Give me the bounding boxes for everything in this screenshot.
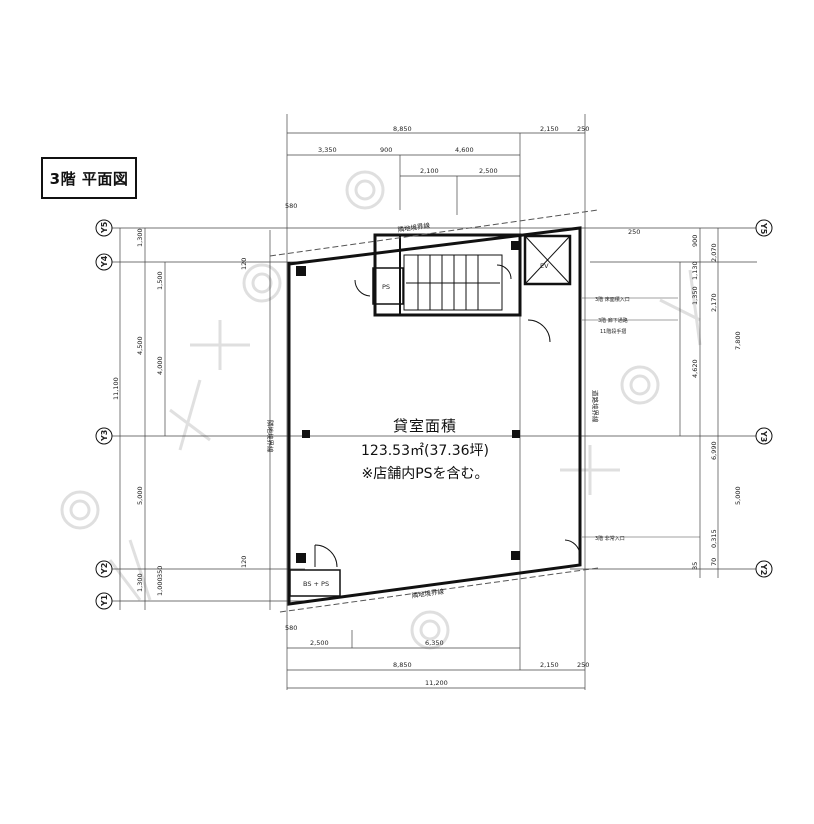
- dim-right-2170: 2,170: [710, 293, 718, 312]
- dim-left-1300: 1,300: [136, 228, 144, 247]
- note-emergency-entrance: 3階 非常入口: [595, 535, 625, 542]
- note-stair-rail: 11階段手摺: [600, 328, 626, 335]
- dim-left-1500: 1,500: [156, 271, 164, 290]
- watermark: [60, 170, 702, 650]
- boundary-label-right: 道路境界線: [591, 390, 600, 423]
- note-corridor: 3階 廊下通路: [598, 317, 628, 324]
- dim-top-3350: 3,350: [318, 146, 337, 154]
- dim-right-6990: 6,990: [710, 441, 718, 460]
- axis-label-y5-left: Y5: [100, 221, 109, 234]
- dim-left-5000: 5,000: [136, 486, 144, 505]
- dim-left-11100: 11,100: [112, 377, 120, 400]
- note-floor-entrance: 3階 床面積入口: [595, 296, 630, 303]
- room-label-ps: PS: [382, 283, 390, 291]
- room-label-bs-ps: BS + PS: [303, 580, 329, 588]
- dim-top-2150: 2,150: [540, 125, 559, 133]
- building-walls: [287, 226, 582, 606]
- columns: [296, 241, 520, 563]
- dim-right-2070: 2,070: [710, 243, 718, 262]
- axis-label-y2-right: Y2: [759, 563, 768, 575]
- dim-bottom-2150: 2,150: [540, 661, 559, 669]
- axis-label-y2-left: Y2: [100, 563, 109, 575]
- dim-right-1130: 1,130: [691, 261, 699, 280]
- dim-left-1000: 1,000: [156, 577, 164, 596]
- dim-right-250: 250: [628, 228, 640, 236]
- area-heading: 貸室面積: [392, 417, 457, 435]
- axis-label-y4: Y4: [100, 255, 109, 268]
- dim-bottom-2500: 2,500: [310, 639, 329, 647]
- dim-left-1300b: 1,300: [136, 573, 144, 592]
- boundary-label-bottom: 隣地境界線: [411, 586, 445, 600]
- drawing-title: 3階 平面図: [41, 157, 137, 199]
- dim-left-120b: 120: [240, 556, 248, 568]
- room-label-ev: EV: [540, 262, 549, 270]
- site-boundary: [269, 209, 599, 613]
- dim-left-4000: 4,000: [156, 356, 164, 375]
- boundary-label-left: 隣地境界線: [266, 420, 275, 453]
- dim-right-900: 900: [691, 235, 699, 247]
- dim-bottom-11200: 11,200: [425, 679, 448, 687]
- area-value: 123.53㎡(37.36坪): [361, 443, 489, 459]
- axis-label-y1: Y1: [100, 594, 109, 607]
- dim-right-70: 70: [710, 558, 718, 566]
- rentable-area-label: 貸室面積 123.53㎡(37.36坪) ※店舗内PSを含む。: [330, 415, 520, 483]
- dim-left-120a: 120: [240, 258, 248, 270]
- axis-label-y3-left: Y3: [100, 430, 109, 442]
- axis-label-y3-right: Y3: [759, 430, 768, 442]
- dim-left-350: 350: [156, 566, 164, 578]
- dim-top-8850: 8,850: [393, 125, 412, 133]
- dim-bottom-6350: 6,350: [425, 639, 444, 647]
- dim-right-1350: 1,350: [691, 286, 699, 305]
- dimension-lines: [112, 114, 757, 690]
- dim-right-7800: 7,800: [734, 331, 742, 350]
- boundary-label-top: 隣地境界線: [397, 220, 431, 234]
- axis-label-y5-right: Y5: [759, 222, 768, 235]
- dim-right-35: 35: [691, 562, 699, 570]
- dim-left-580b: 580: [285, 624, 297, 632]
- dim-right-0315: 0,315: [710, 529, 718, 548]
- dim-left-580a: 580: [285, 202, 297, 210]
- area-note: ※店舗内PSを含む。: [361, 466, 489, 482]
- dim-top-250: 250: [577, 125, 589, 133]
- dim-right-4620: 4,620: [691, 359, 699, 378]
- axis-markers: [95, 219, 773, 610]
- dim-top-2100: 2,100: [420, 167, 439, 175]
- dim-bottom-8850: 8,850: [393, 661, 412, 669]
- dim-bottom-250: 250: [577, 661, 589, 669]
- dim-top-900: 900: [380, 146, 392, 154]
- leader-lines: [582, 297, 700, 538]
- dim-top-4600: 4,600: [455, 146, 474, 154]
- dim-left-4500: 4,500: [136, 336, 144, 355]
- dim-top-2500: 2,500: [479, 167, 498, 175]
- dim-right-5000: 5,000: [734, 486, 742, 505]
